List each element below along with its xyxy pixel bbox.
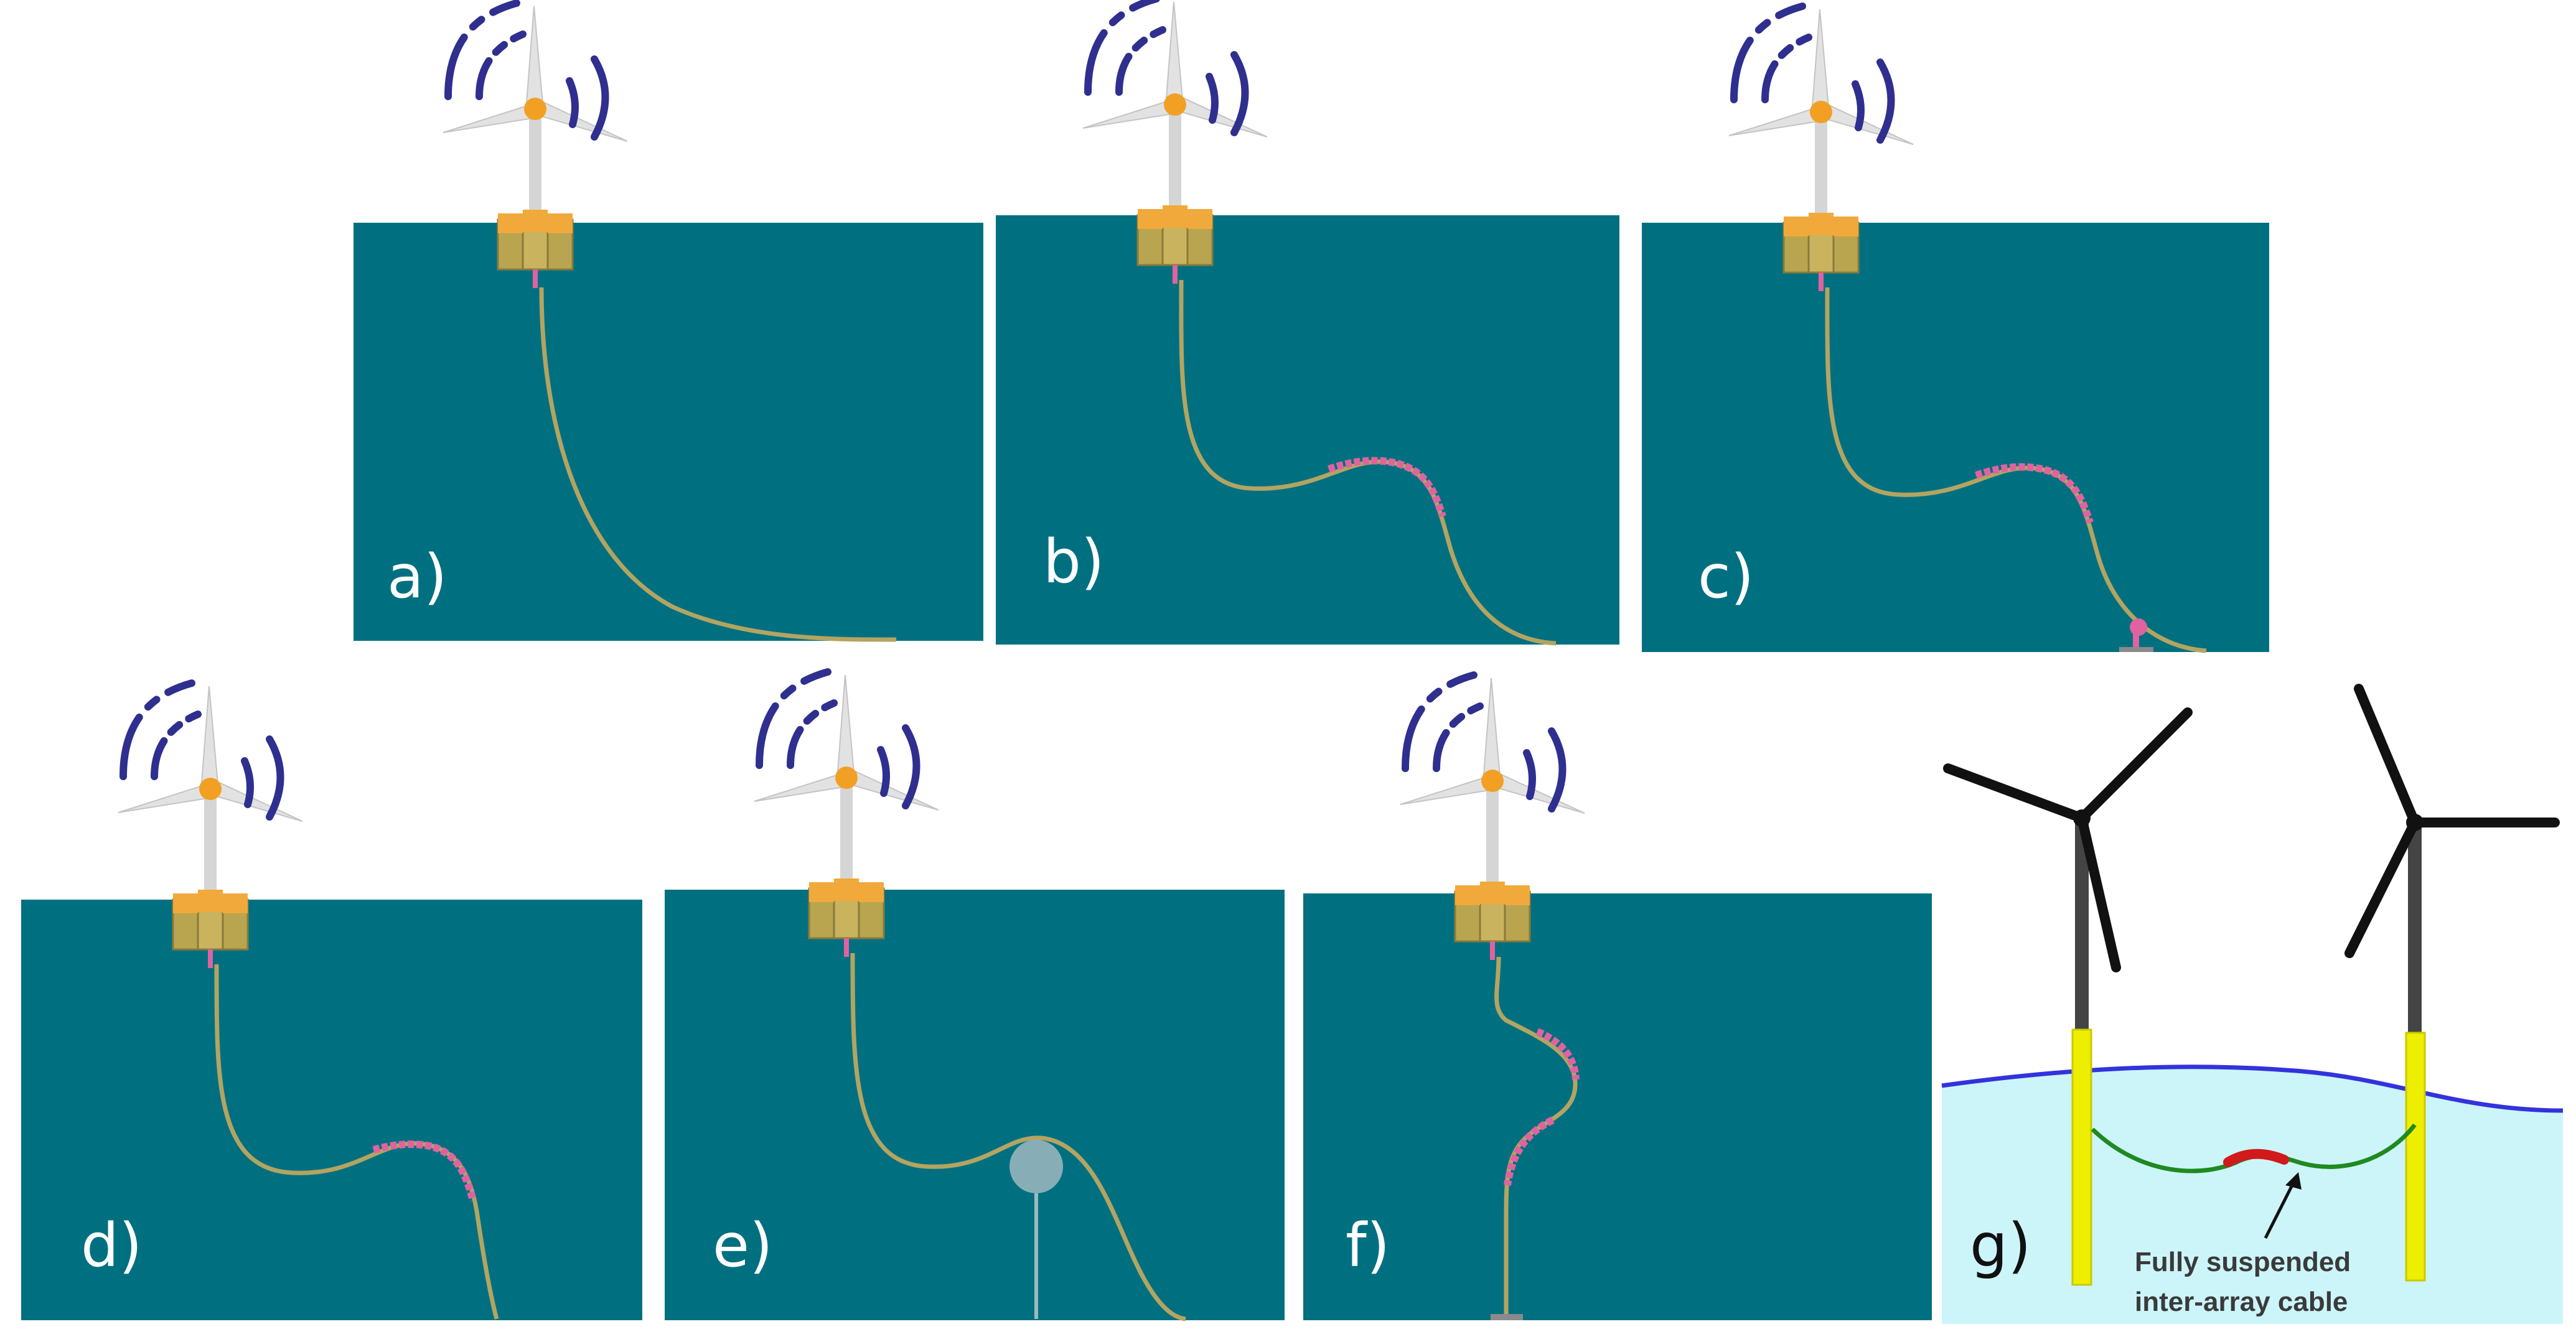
panel-f: f)	[1303, 675, 1932, 1320]
panel-b: b)	[996, 0, 1619, 646]
buoyancy-section-d	[372, 1140, 477, 1202]
sea-a	[354, 223, 983, 641]
panel-e: e)	[665, 672, 1285, 1321]
sea-e	[665, 890, 1285, 1320]
panel-label-d: d)	[81, 1211, 142, 1280]
annotation-line1-g: Fully suspended	[2135, 1247, 2351, 1277]
buoyancy-section-b	[1328, 457, 1446, 518]
panel-label-b: b)	[1043, 527, 1104, 597]
panel-c: c)	[1642, 6, 2269, 653]
panel-label-c: c)	[1698, 542, 1754, 612]
annotation-arrowhead-g	[2285, 1172, 2302, 1190]
waterline-g	[1941, 1065, 2564, 1113]
seabed-anchor-f	[1491, 1314, 1523, 1320]
sea-f	[1303, 893, 1932, 1320]
cable-a	[539, 287, 897, 642]
panel-d: d)	[21, 683, 642, 1320]
seabed-anchor-c	[2119, 647, 2153, 652]
spar-g-left	[2071, 1028, 2092, 1286]
sea-d	[21, 900, 642, 1320]
panel-a: a)	[354, 3, 983, 642]
panel-label-f: f)	[1346, 1211, 1390, 1280]
tether-clamp-c	[2130, 618, 2147, 636]
annotation-line2-g: inter-array cable	[2135, 1287, 2348, 1317]
annotation-arrow-g	[2264, 1178, 2297, 1239]
cable-e	[850, 953, 1186, 1321]
buoyancy-section-c	[1975, 463, 2094, 524]
buoyancy-section-f-lower	[1504, 1116, 1555, 1186]
sea-g	[1942, 1066, 2563, 1324]
panel-g: Fully suspended inter-array cable g)	[1941, 689, 2564, 1324]
subsea-buoy-e	[1009, 1140, 1063, 1193]
sea-b	[996, 215, 1619, 645]
turbine-g-left	[1948, 712, 2188, 1067]
panel-label-a: a)	[387, 542, 447, 612]
suspended-buoy-g	[2223, 1149, 2289, 1167]
panel-label-e: e)	[713, 1211, 773, 1280]
turbine-g-right	[2349, 689, 2555, 1071]
panel-label-g: g)	[1970, 1211, 2031, 1280]
sea-c	[1642, 223, 2269, 652]
cable-f	[1494, 956, 1578, 1316]
spar-g-right	[2405, 1032, 2426, 1282]
